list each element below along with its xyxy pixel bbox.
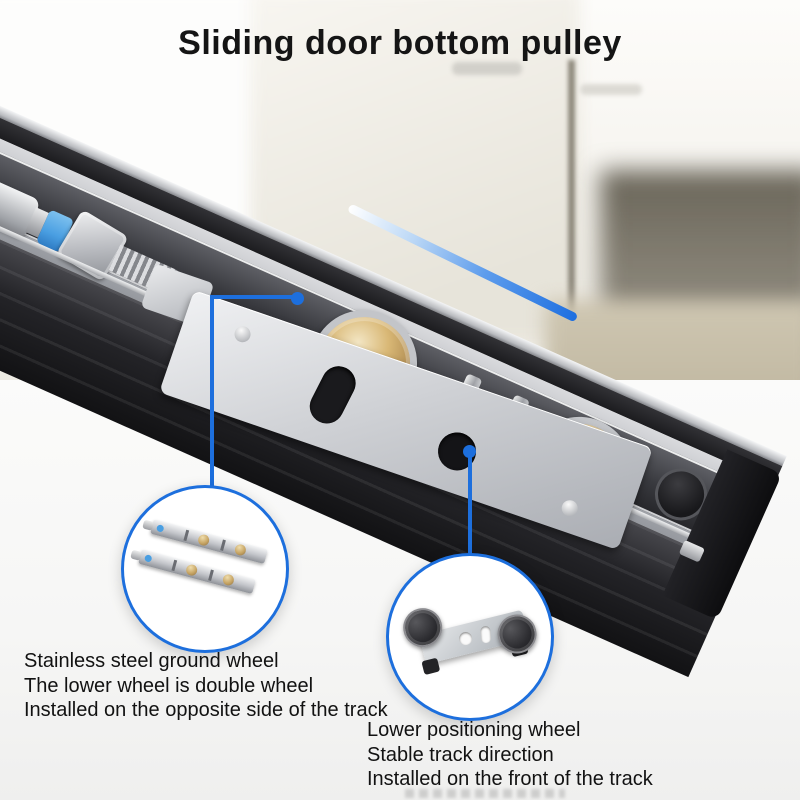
pulley-brass-wheel <box>196 533 211 547</box>
cabinet-handle <box>452 62 522 75</box>
black-positioning-wheel <box>493 610 541 658</box>
pulley-notch <box>208 569 214 581</box>
cutoff-text-fragment <box>405 789 565 798</box>
annotation-right: Lower positioning wheel Stable track dir… <box>367 718 787 792</box>
pulley-notch <box>220 539 226 551</box>
pulley-notch <box>183 529 190 542</box>
annotation-right-line1: Lower positioning wheel <box>367 719 581 741</box>
callout-line-right-vertical <box>468 452 472 558</box>
annotation-left-line3: Installed on the opposite side of the tr… <box>24 699 388 721</box>
pulley-blue-screw <box>155 524 165 533</box>
callout-dot-right <box>463 445 476 458</box>
annotation-left-line1: Stainless steel ground wheel <box>24 650 279 672</box>
pulley-notch <box>171 559 178 572</box>
black-positioning-wheel <box>399 603 447 652</box>
pulley-brass-wheel <box>184 563 199 577</box>
page-title: Sliding door bottom pulley <box>178 24 622 62</box>
pulley-blue-screw <box>143 554 153 563</box>
inset-ground-wheel-photo <box>121 485 289 653</box>
callout-line-left-horizontal <box>210 295 298 299</box>
wheel-mount-foot <box>421 657 441 676</box>
plate-round-hole <box>457 630 474 647</box>
pulley-end-tip <box>130 549 143 561</box>
pulley-brass-wheel <box>233 543 248 557</box>
positioning-wheel-plate <box>399 603 541 676</box>
annotation-left: Stainless steel ground wheel The lower w… <box>24 649 424 723</box>
plate-screw-dimple <box>232 324 253 345</box>
inset-positioning-wheel-photo <box>386 553 554 721</box>
annotation-right-line2: Stable track direction <box>367 743 554 766</box>
callout-line-left-vertical <box>210 295 214 488</box>
plate-screw-dimple <box>559 498 580 519</box>
plate-oval-slot <box>303 360 362 430</box>
cabinet-handle <box>580 84 642 95</box>
plate-oval-slot <box>480 625 492 644</box>
annotation-left-line2: The lower wheel is double wheel <box>24 674 314 697</box>
pulley-end-tip <box>142 519 155 531</box>
cabinet-door-seam <box>568 60 575 330</box>
pulley-brass-wheel <box>221 573 236 587</box>
annotation-right-line3: Installed on the front of the track <box>367 768 653 790</box>
